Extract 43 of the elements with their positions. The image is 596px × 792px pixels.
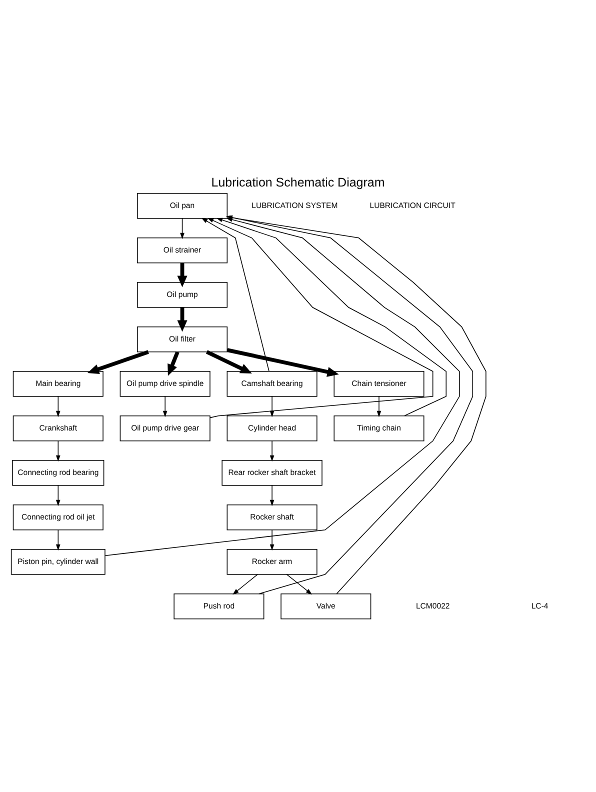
arrow: [56, 396, 60, 418]
arrow: [87, 350, 149, 374]
arrow: [270, 485, 274, 506]
arrow: [177, 307, 188, 332]
arrow: [56, 485, 60, 506]
arrow: [270, 530, 274, 551]
node-box: Timing chain: [334, 416, 424, 442]
node-box: Connecting rod bearing: [12, 460, 104, 486]
arrow: [180, 218, 184, 240]
arrow: [226, 348, 339, 377]
node-box: Chain tensioner: [334, 371, 424, 397]
arrow: [162, 396, 168, 418]
label: LUBRICATION CIRCUIT: [370, 200, 456, 210]
node-box: Camshaft bearing: [226, 371, 318, 397]
node-box: Cylinder head: [226, 416, 318, 442]
arrow: [270, 440, 274, 462]
label: LCM0022: [416, 601, 450, 610]
node-box: Piston pin, cylinder wall: [10, 549, 106, 575]
diagram-title: Lubrication Schematic Diagram: [211, 175, 385, 190]
arrow: [206, 350, 252, 374]
arrow: [232, 574, 258, 595]
arrow: [376, 396, 382, 418]
node-box: Push rod: [174, 594, 264, 620]
node-box: Connecting rod oil jet: [12, 504, 104, 530]
node-box: Oil pan: [137, 193, 228, 219]
node-box: Crankshaft: [12, 416, 104, 442]
arrow: [177, 262, 188, 288]
node-box: Oil strainer: [137, 238, 228, 264]
node-box: Oil pump: [137, 282, 228, 308]
node-box: Rocker shaft: [226, 504, 318, 530]
arrow: [56, 530, 60, 551]
node-box: Oil pump drive spindle: [120, 371, 210, 397]
node-box: Valve: [280, 594, 372, 620]
label: LUBRICATION SYSTEM: [252, 200, 338, 210]
node-box: Oil pump drive gear: [120, 416, 210, 442]
label: LC-4: [531, 601, 548, 610]
node-box: Rocker arm: [226, 549, 318, 575]
arrow: [56, 440, 60, 462]
node-box: Oil filter: [137, 326, 228, 352]
node-box: Rear rocker shaft bracket: [222, 460, 322, 486]
arrow: [286, 574, 312, 595]
arrow: [168, 351, 180, 376]
node-box: Main bearing: [12, 371, 104, 397]
